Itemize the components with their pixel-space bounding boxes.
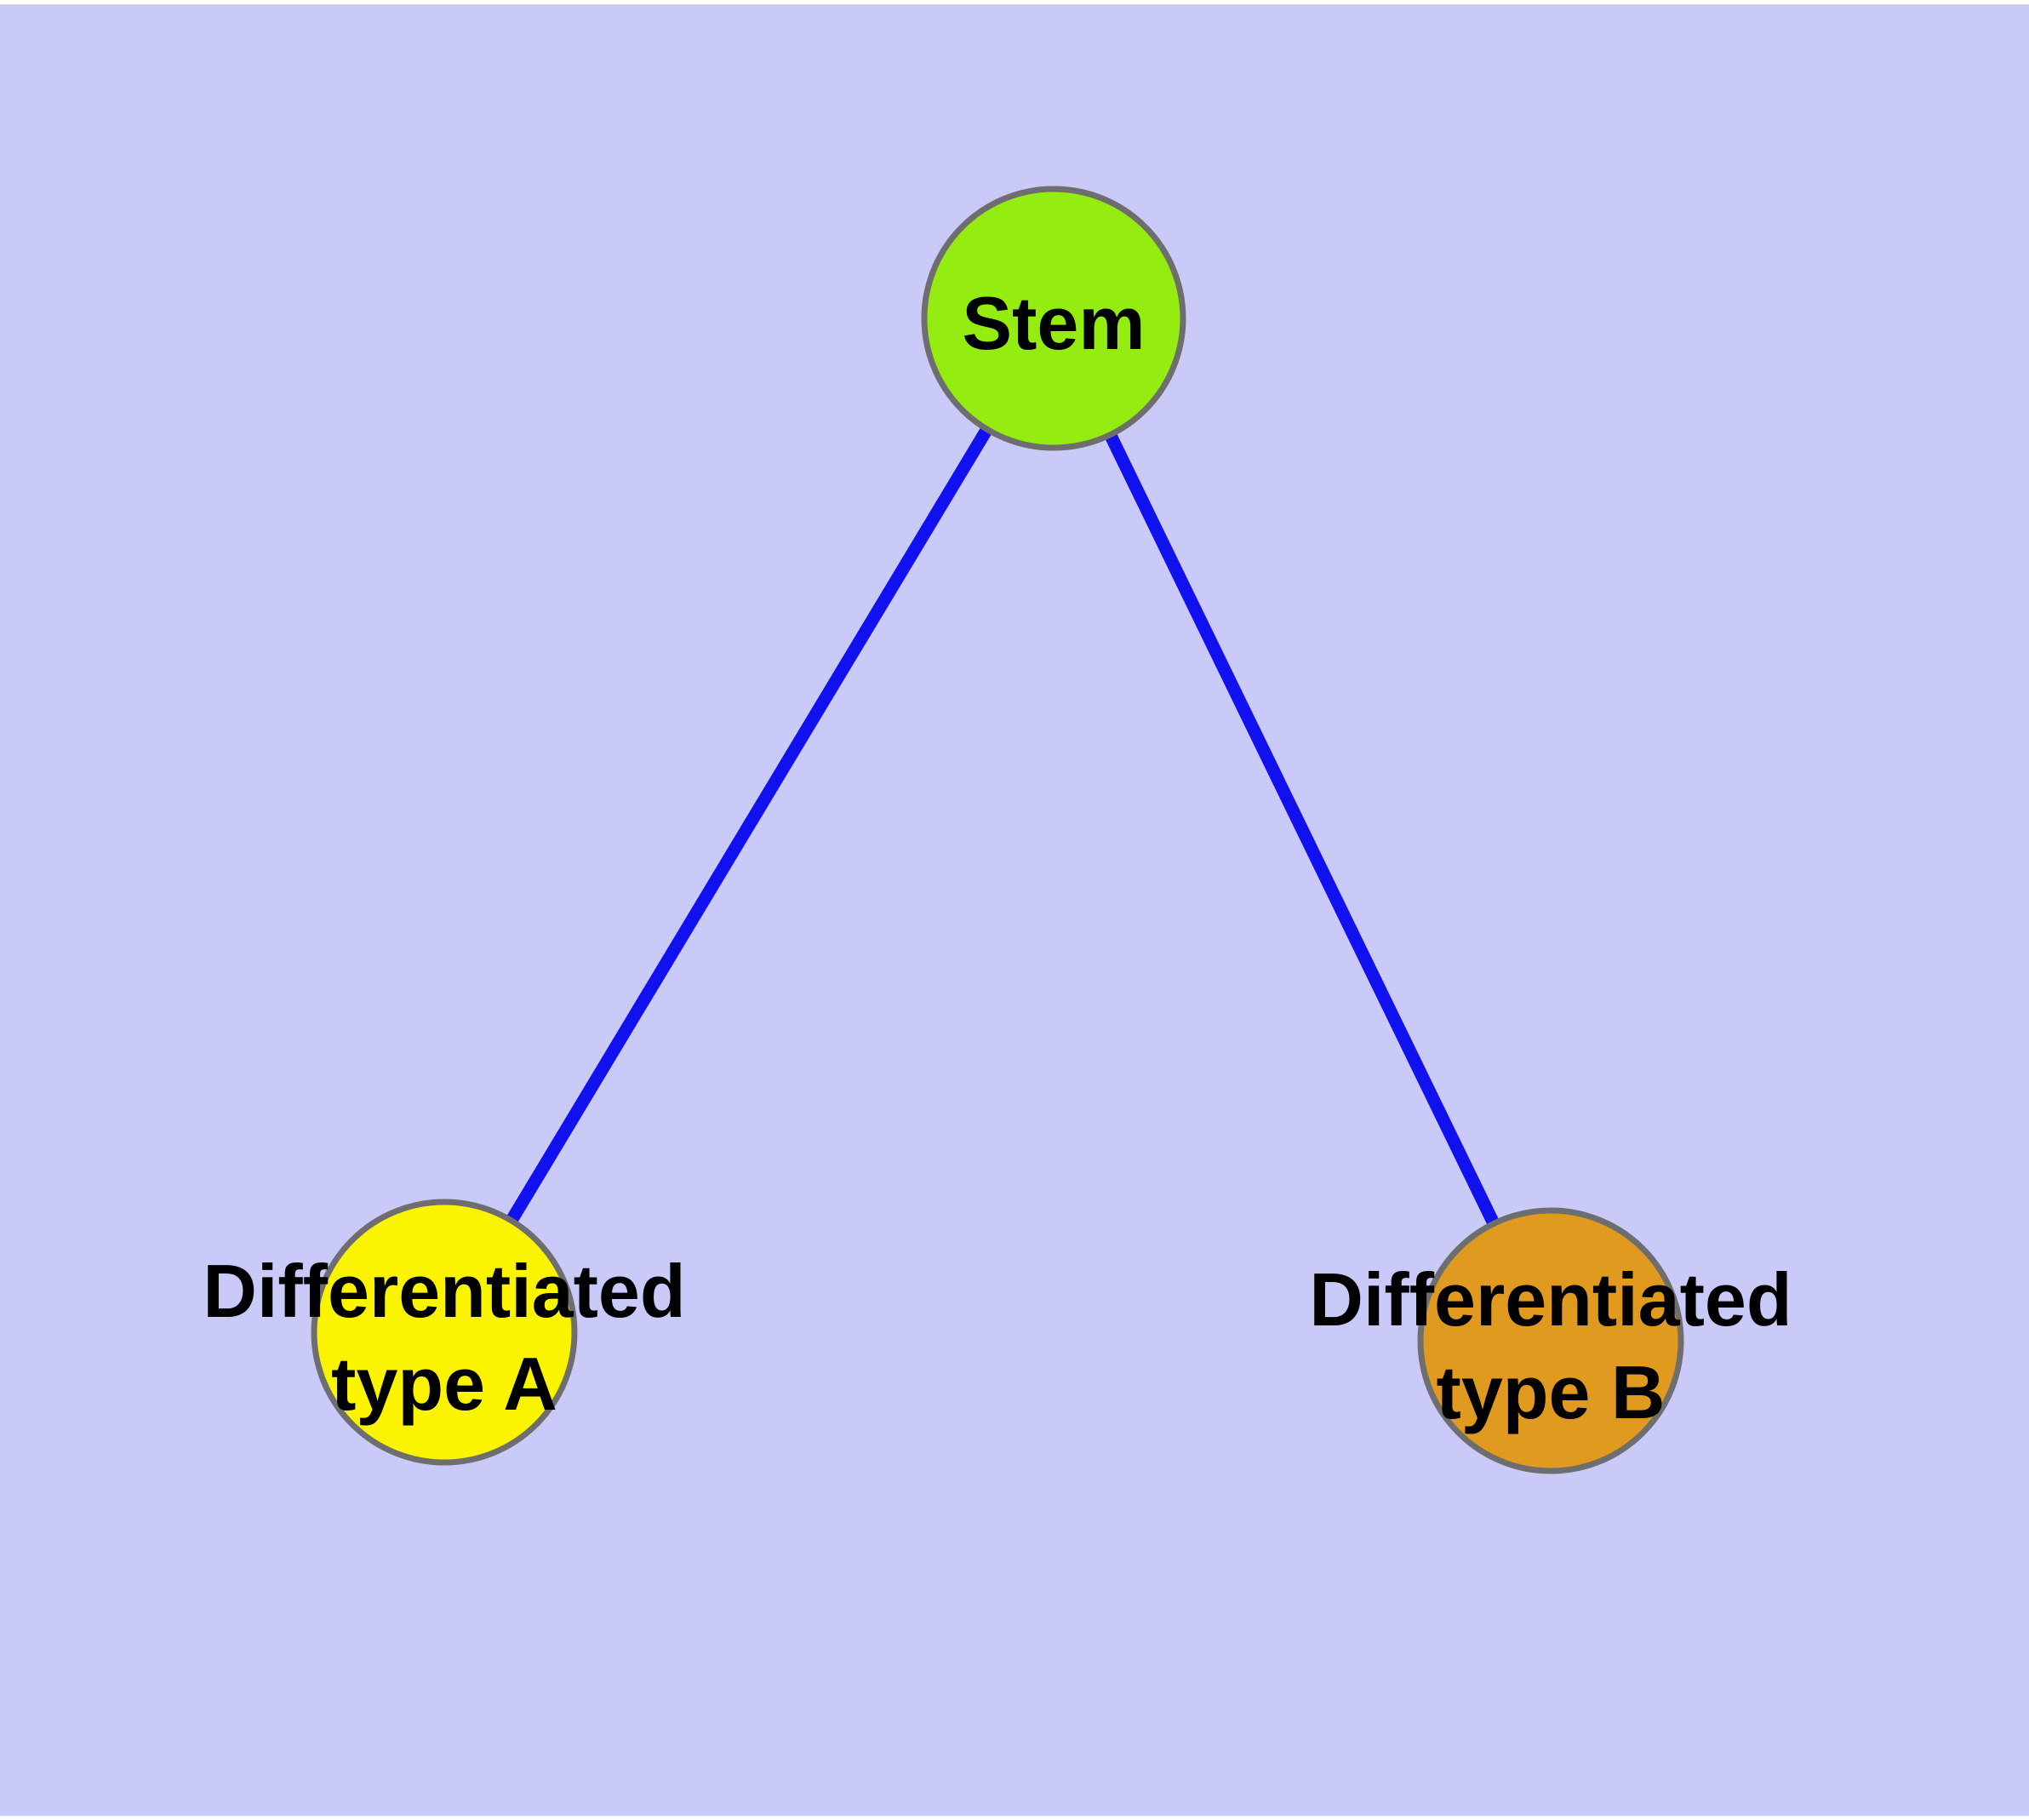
node-differentiated-type-a [311,1199,578,1466]
node-stem-label: Stem [962,281,1145,365]
node-differentiated-type-b-label-line1: Differentiated [1309,1257,1792,1342]
node-stem [921,186,1186,451]
node-differentiated-type-a-label-line1: Differentiated [203,1249,685,1333]
node-differentiated-type-b-label-line2: type B [1437,1350,1666,1434]
edge-stem-to-differentiated-type-a [438,315,1060,1336]
edge-stem-to-differentiated-type-b [1048,315,1557,1344]
node-differentiated-type-a-label-line2: type A [331,1342,557,1426]
node-differentiated-type-b [1417,1207,1684,1474]
